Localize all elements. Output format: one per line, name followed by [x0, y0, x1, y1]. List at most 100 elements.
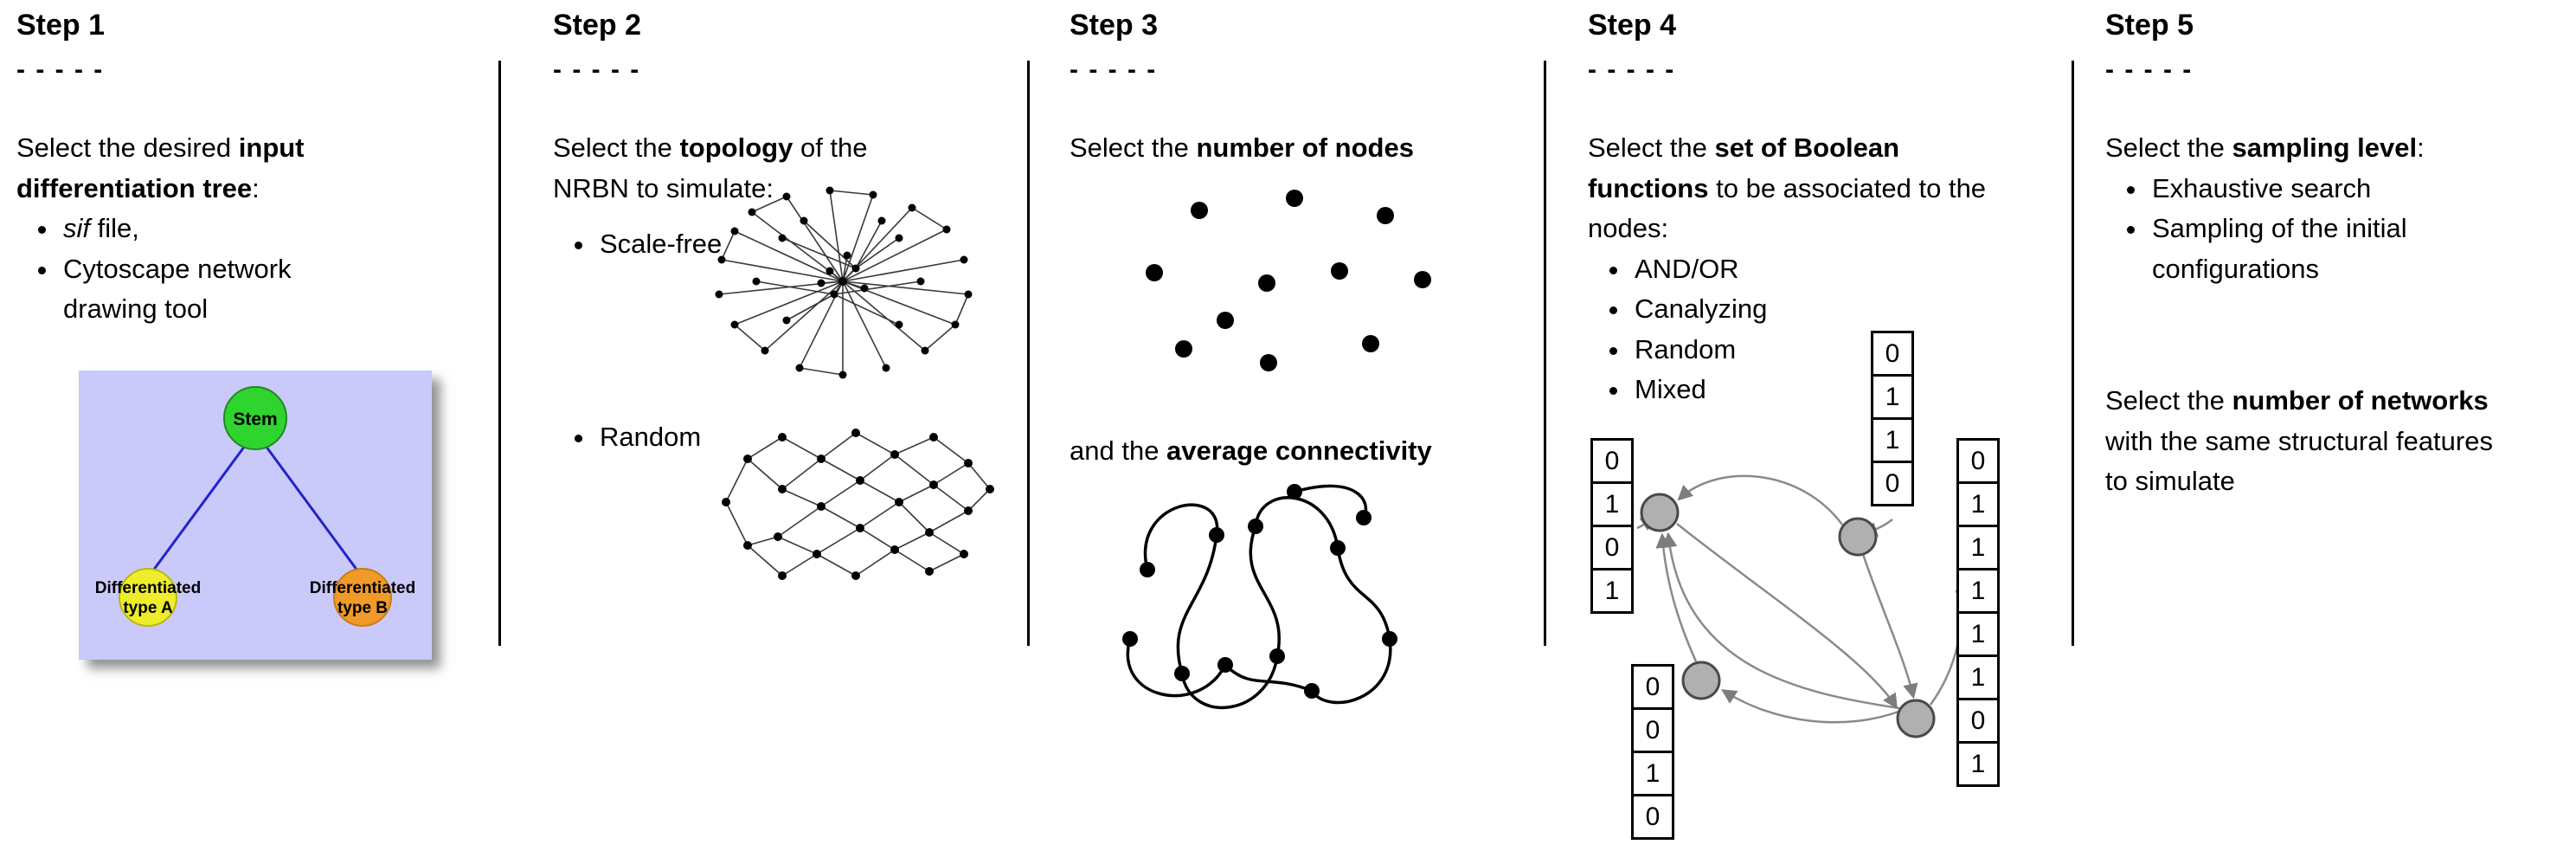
boolean-table-cell: 0	[1871, 461, 1914, 506]
step4-column: Step 4 - - - - - Select the set of Boole…	[1588, 0, 2065, 851]
step2-intro: Select the topology of the NRBN to simul…	[553, 132, 868, 203]
boolean-table-cell: 1	[1956, 654, 2000, 700]
column-divider	[1027, 61, 1030, 646]
step1-instructions: Select the desired input differentiation…	[16, 128, 389, 330]
step5-dashes: - - - - -	[2105, 55, 2194, 84]
boolean-table-cell: 1	[1590, 481, 1634, 527]
network-node	[1838, 517, 1878, 557]
step5-column: Step 5 - - - - - Select the sampling lev…	[2105, 0, 2564, 851]
step2-instructions: Select the topology of the NRBN to simul…	[553, 128, 925, 265]
step2-bullet-list: Scale-free	[553, 224, 925, 265]
bullet-item: Scale-free	[596, 224, 925, 265]
boolean-table-cell: 0	[1956, 698, 2000, 744]
step2-random-bullet-block: Random	[553, 417, 925, 458]
step3-intro: Select the number of nodes	[1070, 132, 1414, 163]
step5-networks-line: Select the number of networks with the s…	[2105, 385, 2493, 496]
network-node	[1640, 493, 1680, 532]
type-b-node	[333, 568, 392, 627]
type-a-label-line1: Differentiated	[95, 579, 201, 597]
bullet-item: AND/OR	[1631, 249, 2020, 290]
step3-connectivity-line: and the average connectivity	[1070, 435, 1432, 466]
stem-node-label: Stem	[233, 409, 277, 429]
nodes-dots-graphic	[1146, 190, 1431, 371]
type-a-node	[119, 568, 177, 627]
scale-free-edges	[718, 190, 969, 376]
step4-title: Step 4	[1588, 9, 1677, 42]
step2-dashes: - - - - -	[553, 55, 641, 84]
node-dots	[1146, 190, 1431, 371]
bullet-item: Random	[596, 417, 925, 458]
type-b-label-line1: Differentiated	[310, 579, 415, 597]
bullet-item: Exhaustive search	[2149, 169, 2555, 210]
boolean-truth-table-left: 0 1 0 1	[1590, 438, 1634, 614]
bullet-item: Mixed	[1631, 370, 2020, 410]
tangle-nodes	[1122, 484, 1397, 699]
step5-networks-text: Select the number of networks with the s…	[2105, 381, 2503, 502]
step4-instructions: Select the set of Boolean functions to b…	[1588, 128, 2020, 410]
bullet-item: Cytoscape network drawing tool	[60, 249, 389, 330]
step5-bullet-list: Exhaustive search Sampling of the initia…	[2105, 169, 2555, 290]
step5-title: Step 5	[2105, 9, 2194, 42]
column-divider	[498, 61, 501, 646]
step3-column: Step 3 - - - - - Select the number of no…	[1070, 0, 1537, 851]
step1-column: Step 1 - - - - - Select the desired inpu…	[16, 0, 498, 851]
boolean-table-cell: 1	[1956, 481, 2000, 527]
bullet-item: sif file,	[60, 209, 389, 249]
boolean-table-cell: 1	[1956, 568, 2000, 614]
network-node	[1681, 661, 1721, 700]
bullet-item: Sampling of the initial configurations	[2149, 209, 2555, 289]
boolean-table-cell: 1	[1871, 374, 1914, 420]
random-nodes	[722, 429, 994, 580]
column-divider	[2072, 61, 2074, 646]
column-divider	[1544, 61, 1546, 646]
boolean-table-cell: 1	[1871, 417, 1914, 463]
random-edges	[725, 432, 991, 577]
connectivity-tangle-graphic	[1122, 484, 1397, 710]
step1-intro: Select the desired input differentiation…	[16, 132, 305, 203]
boolean-table-cell: 1	[1956, 525, 2000, 571]
step3-dashes: - - - - -	[1070, 55, 1158, 84]
step1-title: Step 1	[16, 9, 106, 42]
step1-dashes: - - - - -	[16, 55, 105, 84]
step2-title: Step 2	[553, 9, 642, 42]
boolean-table-cell: 0	[1590, 525, 1634, 571]
type-a-label-line2: type A	[123, 599, 173, 617]
bullet-item: Canalyzing	[1631, 289, 2020, 330]
boolean-table-cell: 1	[1956, 611, 2000, 657]
step1-bullet-list: sif file, Cytoscape network drawing tool	[16, 209, 389, 330]
boolean-table-cell: 0	[1871, 331, 1914, 377]
stem-node	[223, 386, 287, 450]
tree-edges	[151, 445, 359, 571]
step3-instructions: Select the number of nodes	[1070, 128, 1537, 169]
scale-free-network-graphic	[715, 186, 973, 379]
bullet-item: Random	[1631, 330, 2020, 371]
boolean-table-cell: 0	[1631, 664, 1674, 710]
step3-second-text: and the average connectivity	[1070, 431, 1537, 472]
boolean-table-cell: 1	[1590, 568, 1634, 614]
step4-bullet-list: AND/OR Canalyzing Random Mixed	[1588, 249, 2020, 410]
type-b-label-line2: type B	[337, 599, 388, 617]
boolean-truth-table-top: 0 1 1 0	[1871, 331, 1914, 506]
step3-title: Step 3	[1070, 9, 1159, 42]
step5-instructions: Select the sampling level: Exhaustive se…	[2105, 128, 2555, 289]
boolean-truth-table-bottom: 0 0 1 0	[1631, 664, 1674, 840]
boolean-table-cell: 0	[1631, 707, 1674, 753]
step5-intro: Select the sampling level:	[2105, 132, 2425, 163]
differentiation-tree-figure: Stem Differentiated type A Differentiate…	[79, 371, 432, 660]
tangle-curves	[1126, 484, 1392, 710]
step2-column: Step 2 - - - - - Select the topology of …	[553, 0, 1025, 851]
boolean-table-cell: 0	[1590, 438, 1634, 484]
step2-bullet-list-2: Random	[553, 417, 925, 458]
boolean-table-cell: 0	[1956, 438, 2000, 484]
scale-free-nodes	[715, 186, 973, 379]
boolean-truth-table-right: 0 1 1 1 1 1 0 1	[1956, 438, 2000, 787]
step4-dashes: - - - - -	[1588, 55, 1676, 84]
differentiation-tree-svg: Stem Differentiated type A Differentiate…	[79, 371, 432, 660]
network-node	[1896, 699, 1936, 738]
step4-intro: Select the set of Boolean functions to b…	[1588, 132, 1987, 243]
boolean-table-cell: 1	[1631, 751, 1674, 796]
boolean-table-cell: 1	[1956, 741, 2000, 787]
boolean-network-nodes	[1640, 493, 1936, 738]
random-network-graphic	[722, 429, 994, 580]
